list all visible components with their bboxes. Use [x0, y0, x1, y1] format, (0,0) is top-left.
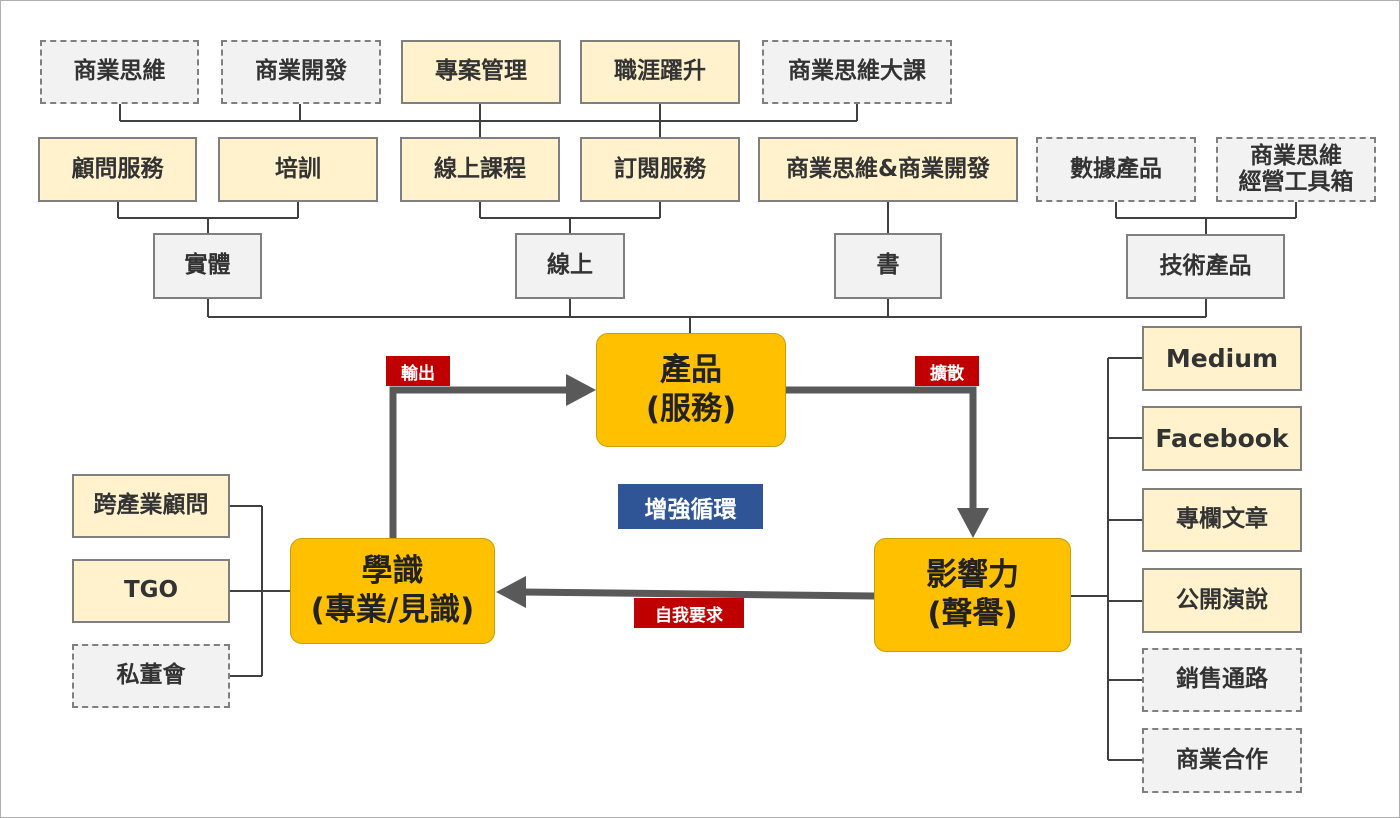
channel-facebook: Facebook — [1142, 406, 1302, 471]
service-label: 顧問服務 — [71, 155, 164, 182]
core-subtitle: (聲譽) — [927, 596, 1018, 632]
item-label: 公開演說 — [1176, 586, 1268, 613]
service-training: 培訓 — [218, 137, 378, 202]
item-label: 商業合作 — [1176, 746, 1268, 773]
tag-text: 自我要求 — [655, 605, 723, 626]
knowledge-source-private-board: 私董會 — [72, 644, 230, 708]
service-toolbox: 商業思維 經營工具箱 — [1216, 137, 1376, 202]
knowledge-source-cross-industry: 跨產業顧問 — [72, 474, 230, 538]
service-label: 數據產品 — [1070, 155, 1162, 182]
topic-project-management: 專案管理 — [401, 40, 561, 104]
service-label: 線上課程 — [434, 155, 526, 182]
category-online: 線上 — [515, 233, 625, 299]
channel-column-articles: 專欄文章 — [1142, 488, 1302, 552]
service-label: 商業思維 經營工具箱 — [1238, 143, 1354, 195]
category-label: 線上 — [547, 252, 593, 279]
knowledge-source-tgo: TGO — [72, 559, 230, 623]
item-label: TGO — [123, 577, 179, 604]
channel-business-partnership: 商業合作 — [1142, 728, 1302, 793]
service-data-product: 數據產品 — [1036, 137, 1196, 202]
core-influence: 影響力 (聲譽) — [874, 538, 1071, 652]
category-physical: 實體 — [153, 233, 262, 299]
arrow-label-self-demand: 自我要求 — [634, 598, 744, 628]
core-title: 產品 — [660, 352, 722, 389]
service-label: 商業思維&商業開發 — [785, 155, 991, 182]
item-label: 銷售通路 — [1176, 666, 1268, 693]
tag-text: 擴散 — [930, 363, 964, 384]
core-subtitle: (服務) — [645, 391, 737, 427]
core-subtitle: (專業/見識) — [310, 592, 475, 628]
service-online-course: 線上課程 — [400, 137, 560, 202]
topic-business-development: 商業開發 — [221, 40, 381, 104]
topic-label: 職涯躍升 — [614, 58, 706, 85]
topic-label: 專案管理 — [435, 58, 527, 85]
category-tech-product: 技術產品 — [1126, 234, 1285, 299]
service-book-topic: 商業思維&商業開發 — [758, 137, 1018, 202]
topic-label: 商業思維大課 — [788, 58, 926, 85]
reinforcing-loop-label: 增強循環 — [618, 484, 763, 529]
arrow-label-spread: 擴散 — [915, 356, 979, 386]
core-title: 學識 — [361, 553, 424, 590]
category-label: 實體 — [184, 252, 231, 279]
item-label: 跨產業顧問 — [93, 492, 209, 519]
service-consulting: 顧問服務 — [38, 137, 197, 202]
cycle-text: 增強循環 — [644, 496, 737, 523]
core-product: 產品 (服務) — [596, 333, 786, 447]
topic-label: 商業思維 — [73, 58, 166, 85]
category-label: 書 — [876, 252, 900, 279]
item-label: 私董會 — [116, 662, 186, 689]
topic-business-thinking-course: 商業思維大課 — [762, 40, 952, 104]
item-label: Medium — [1165, 343, 1279, 373]
channel-sales: 銷售通路 — [1142, 648, 1302, 712]
core-title: 影響力 — [926, 557, 1019, 594]
item-label: Facebook — [1155, 423, 1289, 453]
channel-medium: Medium — [1142, 326, 1302, 391]
service-subscription: 訂閱服務 — [580, 137, 740, 202]
topic-business-thinking: 商業思維 — [40, 40, 199, 104]
service-label: 訂閱服務 — [614, 155, 706, 182]
arrow-label-output: 輸出 — [386, 356, 450, 386]
core-knowledge: 學識 (專業/見識) — [290, 538, 495, 644]
channel-public-speaking: 公開演說 — [1142, 568, 1302, 633]
tag-text: 輸出 — [401, 363, 435, 384]
item-label: 專欄文章 — [1176, 506, 1268, 533]
category-book: 書 — [834, 233, 942, 299]
topic-label: 商業開發 — [255, 58, 347, 85]
topic-career-advance: 職涯躍升 — [580, 40, 740, 104]
service-label: 培訓 — [275, 155, 321, 182]
category-label: 技術產品 — [1159, 252, 1252, 279]
